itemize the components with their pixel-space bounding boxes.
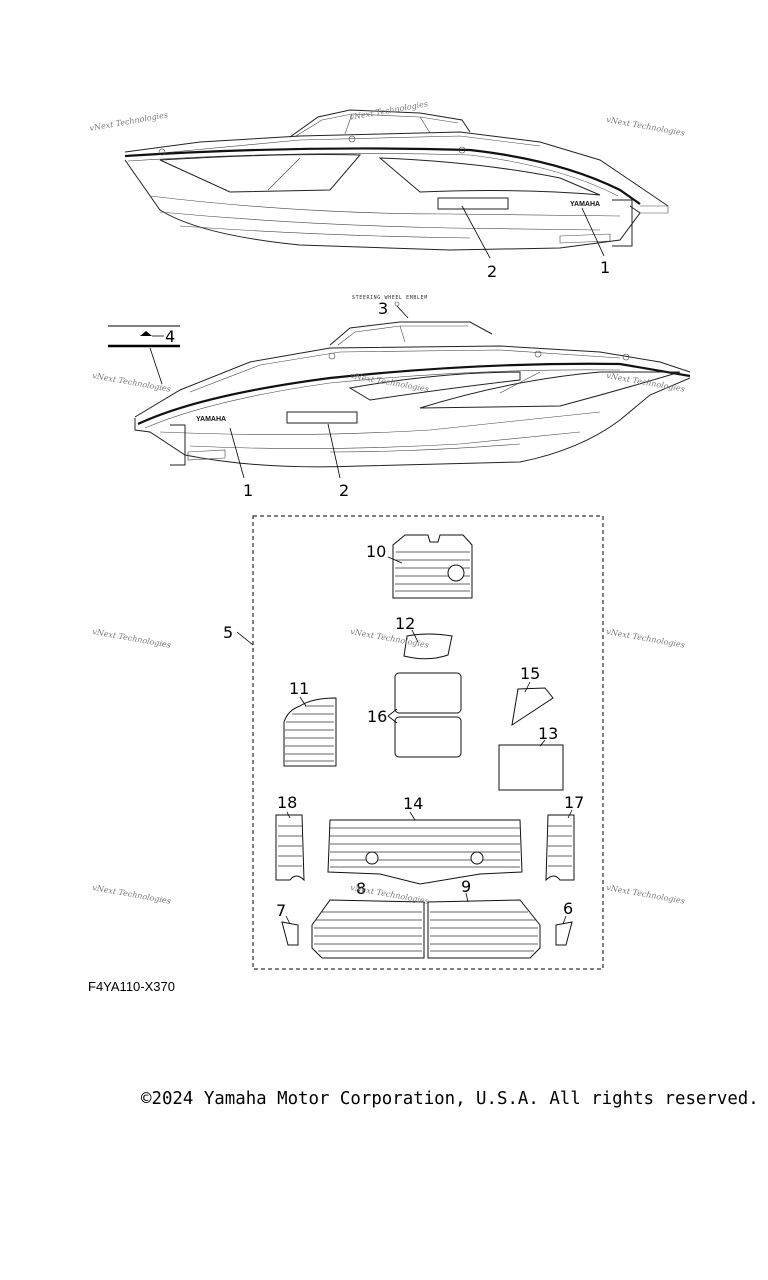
- boat-top-view: YAMAHA: [124, 109, 669, 251]
- callout-13: 13: [538, 724, 558, 743]
- mat-part-11: [283, 696, 337, 767]
- callout-10: 10: [366, 542, 386, 561]
- watermark: vNext Technologies: [606, 627, 686, 650]
- callout-11: 11: [289, 679, 309, 698]
- callout-15: 15: [520, 664, 540, 683]
- mat-part-15: [511, 681, 554, 727]
- mat-part-12: [403, 629, 453, 660]
- mat-part-9: [427, 892, 541, 959]
- callout-1-top: 2: [487, 262, 497, 281]
- mat-part-7: [281, 915, 299, 946]
- mat-part-14: [327, 811, 523, 885]
- watermarks: vNext Technologies vNext Technologies vN…: [89, 99, 686, 905]
- callout-3: 3: [378, 299, 388, 318]
- callout-6: 6: [563, 899, 573, 918]
- callout-16: 16: [367, 707, 387, 726]
- diagram-code: F4YA110-X370: [88, 979, 175, 994]
- part-4-inset: [108, 325, 180, 385]
- boat-bottom-view: YAMAHA: [134, 321, 691, 468]
- watermark: vNext Technologies: [350, 371, 430, 394]
- callout-8: 8: [356, 879, 366, 898]
- mat-part-18: [275, 811, 305, 882]
- mat-part-13: [498, 739, 564, 791]
- copyright-notice: ©2024 Yamaha Motor Corporation, U.S.A. A…: [141, 1089, 759, 1109]
- callout-5: 5: [223, 623, 233, 642]
- watermark: vNext Technologies: [606, 115, 686, 138]
- watermark: vNext Technologies: [92, 371, 172, 394]
- mat-part-8: [311, 899, 425, 959]
- callout-18: 18: [277, 793, 297, 812]
- callout-2-bottom: 2: [339, 481, 349, 500]
- brand-mark-bottom: YAMAHA: [196, 416, 226, 423]
- callout-17: 17: [564, 793, 584, 812]
- callout-1-bottom: 1: [243, 481, 253, 500]
- callout-2-top: 1: [600, 258, 610, 277]
- watermark: vNext Technologies: [349, 99, 429, 122]
- mat-part-6: [555, 915, 573, 946]
- mat-kit-boundary: [252, 515, 604, 970]
- mat-part-16: [387, 672, 462, 758]
- steering-emblem-label: STEERING WHEEL EMBLEM: [352, 295, 428, 301]
- watermark: vNext Technologies: [89, 110, 169, 133]
- watermark: vNext Technologies: [606, 883, 686, 906]
- brand-mark-top: YAMAHA: [570, 201, 600, 208]
- watermark: vNext Technologies: [92, 627, 172, 650]
- callout-12: 12: [395, 614, 415, 633]
- callout-9: 9: [461, 877, 471, 896]
- mat-part-10: [387, 534, 473, 599]
- watermark: vNext Technologies: [92, 883, 172, 906]
- callout-14: 14: [403, 794, 423, 813]
- callout-4: 4: [165, 327, 175, 346]
- mat-part-17: [545, 809, 575, 882]
- callout-7: 7: [276, 901, 286, 920]
- watermark: vNext Technologies: [350, 627, 430, 650]
